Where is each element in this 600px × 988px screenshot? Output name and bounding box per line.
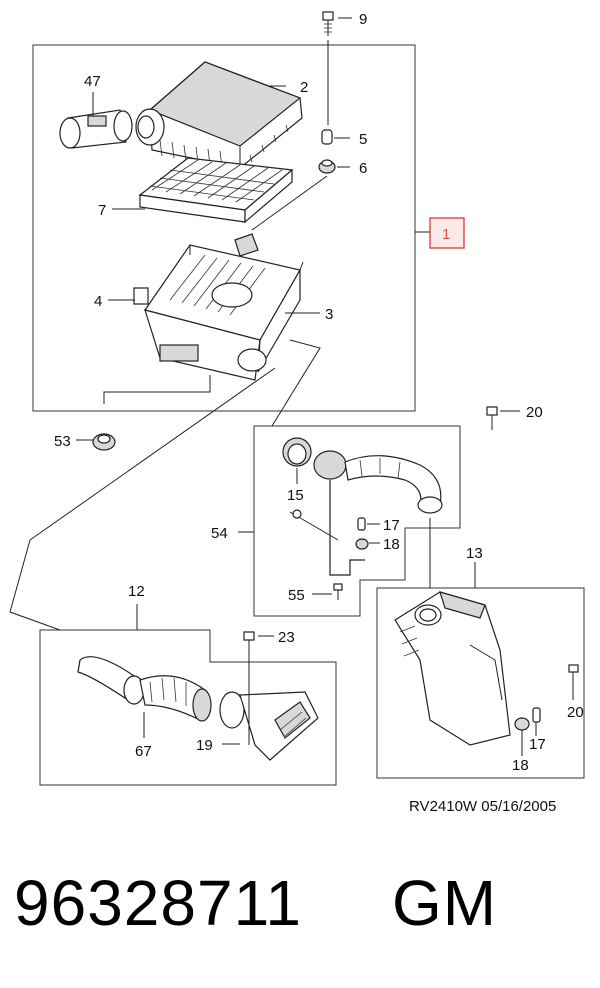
air-cleaner-housing-icon [144, 233, 304, 381]
callout-7: 7 [98, 202, 106, 219]
callout-54: 54 [211, 525, 228, 542]
callout-17-lower: 17 [529, 736, 546, 753]
grommet-17b-icon [532, 707, 541, 723]
assembly-highlight-box [429, 217, 465, 249]
callout-5: 5 [359, 131, 367, 148]
part-number: 96328711 [14, 867, 302, 939]
bolt-20-icon [486, 406, 498, 430]
callout-15: 15 [287, 487, 304, 504]
resonator-bracket-icon [289, 480, 365, 576]
air-cleaner-assembly-box [32, 44, 416, 412]
drawing-reference: RV2410W 05/16/2005 [409, 798, 557, 815]
bolt-23-icon [243, 631, 255, 662]
callout-9: 9 [359, 11, 367, 28]
callout-18-upper: 18 [383, 536, 400, 553]
brand-label: GM [392, 867, 498, 939]
resonator-hose-icon [313, 450, 443, 514]
seal-ring-15-icon [282, 437, 312, 467]
resonator-group-box [253, 425, 461, 617]
air-cleaner-cover-icon [135, 61, 303, 169]
duct-group-box [376, 587, 585, 779]
callout-3: 3 [325, 306, 333, 323]
hose-group-box [39, 629, 337, 786]
grommet-5-icon [321, 129, 333, 145]
callout-12: 12 [128, 583, 145, 600]
callout-6: 6 [359, 160, 367, 177]
callout-17-upper: 17 [383, 517, 400, 534]
bolt-9-icon [322, 11, 334, 36]
intake-hose-icon [77, 656, 212, 722]
mass-airflow-sensor-icon [59, 109, 133, 149]
grommet-18b-icon [514, 717, 530, 731]
drain-valve-icon [92, 433, 116, 451]
bolt-55-icon [333, 583, 343, 600]
callout-2: 2 [300, 79, 308, 96]
grommet-17a-icon [357, 517, 366, 531]
grommet-6-icon [318, 159, 336, 174]
callout-55: 55 [288, 587, 305, 604]
callout-53: 53 [54, 433, 71, 450]
callout-1: 1 [442, 226, 450, 243]
grommet-18a-icon [355, 538, 369, 550]
callout-67: 67 [135, 743, 152, 760]
connector-line-main-to-resonator [271, 339, 321, 427]
callout-4: 4 [94, 293, 102, 310]
callout-20-upper: 20 [526, 404, 543, 421]
air-filter-element-icon [138, 157, 294, 224]
callout-19: 19 [196, 737, 213, 754]
callout-23: 23 [278, 629, 295, 646]
callout-13: 13 [466, 545, 483, 562]
callout-20-lower: 20 [567, 704, 584, 721]
air-intake-duct-icon [394, 591, 511, 746]
connector-line-main-to-hose [9, 367, 276, 631]
callout-47: 47 [84, 73, 101, 90]
snorkel-duct-icon [219, 691, 319, 761]
housing-clip-icon [133, 287, 149, 305]
callout-18-lower: 18 [512, 757, 529, 774]
bolt-20b-icon [568, 664, 579, 700]
